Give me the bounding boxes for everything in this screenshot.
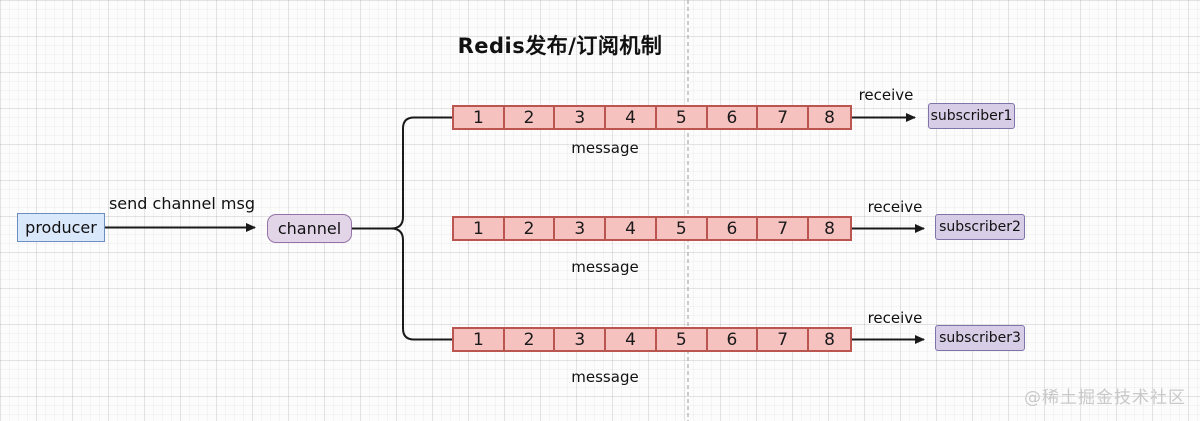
queue-cell: 7 <box>758 329 810 350</box>
message-label-2: message <box>571 258 639 276</box>
queue-cell: 4 <box>606 107 657 128</box>
queue-cell: 7 <box>758 218 810 239</box>
watermark: @稀土掘金技术社区 <box>1024 388 1186 408</box>
channel-node: channel <box>267 214 352 243</box>
queue-cell: 1 <box>454 107 505 128</box>
send-arrow-label: send channel msg <box>108 194 256 213</box>
subscriber3-node: subscriber3 <box>935 325 1025 351</box>
queue-cell: 5 <box>657 329 708 350</box>
queue-cell: 7 <box>758 107 810 128</box>
subscriber1-node: subscriber1 <box>928 103 1015 129</box>
fanout-brace <box>390 116 453 341</box>
subscriber3-label: subscriber3 <box>939 330 1021 346</box>
queue-cell: 6 <box>708 107 759 128</box>
message-queue-3: 1 2 3 4 5 6 7 8 <box>452 327 852 352</box>
queue-cell: 8 <box>824 329 835 350</box>
message-queue-1: 1 2 3 4 5 6 7 8 <box>452 105 852 130</box>
queue-cell: 8 <box>824 107 835 128</box>
queue-cell: 6 <box>708 329 759 350</box>
queue-cell: 8 <box>824 218 835 239</box>
queue-cell: 1 <box>454 329 505 350</box>
queue-cell: 2 <box>505 218 556 239</box>
queue-cell: 1 <box>454 218 505 239</box>
queue-cell: 5 <box>657 218 708 239</box>
subscriber2-node: subscriber2 <box>935 214 1025 240</box>
queue-cell: 6 <box>708 218 759 239</box>
diagram-title: Redis发布/订阅机制 <box>457 34 663 58</box>
queue-cell: 3 <box>555 218 607 239</box>
producer-label: producer <box>25 218 97 237</box>
message-label-1: message <box>571 139 639 157</box>
queue-cell: 2 <box>505 107 556 128</box>
queue-cell: 4 <box>606 329 657 350</box>
subscriber1-label: subscriber1 <box>930 108 1013 124</box>
subscriber2-label: subscriber2 <box>939 219 1021 235</box>
message-queue-2: 1 2 3 4 5 6 7 8 <box>452 216 852 241</box>
producer-node: producer <box>17 213 105 242</box>
message-label-3: message <box>571 368 639 386</box>
queue-cell: 4 <box>606 218 657 239</box>
queue-cell: 2 <box>505 329 556 350</box>
receive-label-2: receive <box>867 198 923 216</box>
queue-cell: 3 <box>555 107 607 128</box>
receive-label-1: receive <box>858 86 914 104</box>
queue-cell: 3 <box>555 329 607 350</box>
channel-label: channel <box>277 219 342 238</box>
queue-cell: 5 <box>657 107 708 128</box>
receive-label-3: receive <box>867 309 923 327</box>
